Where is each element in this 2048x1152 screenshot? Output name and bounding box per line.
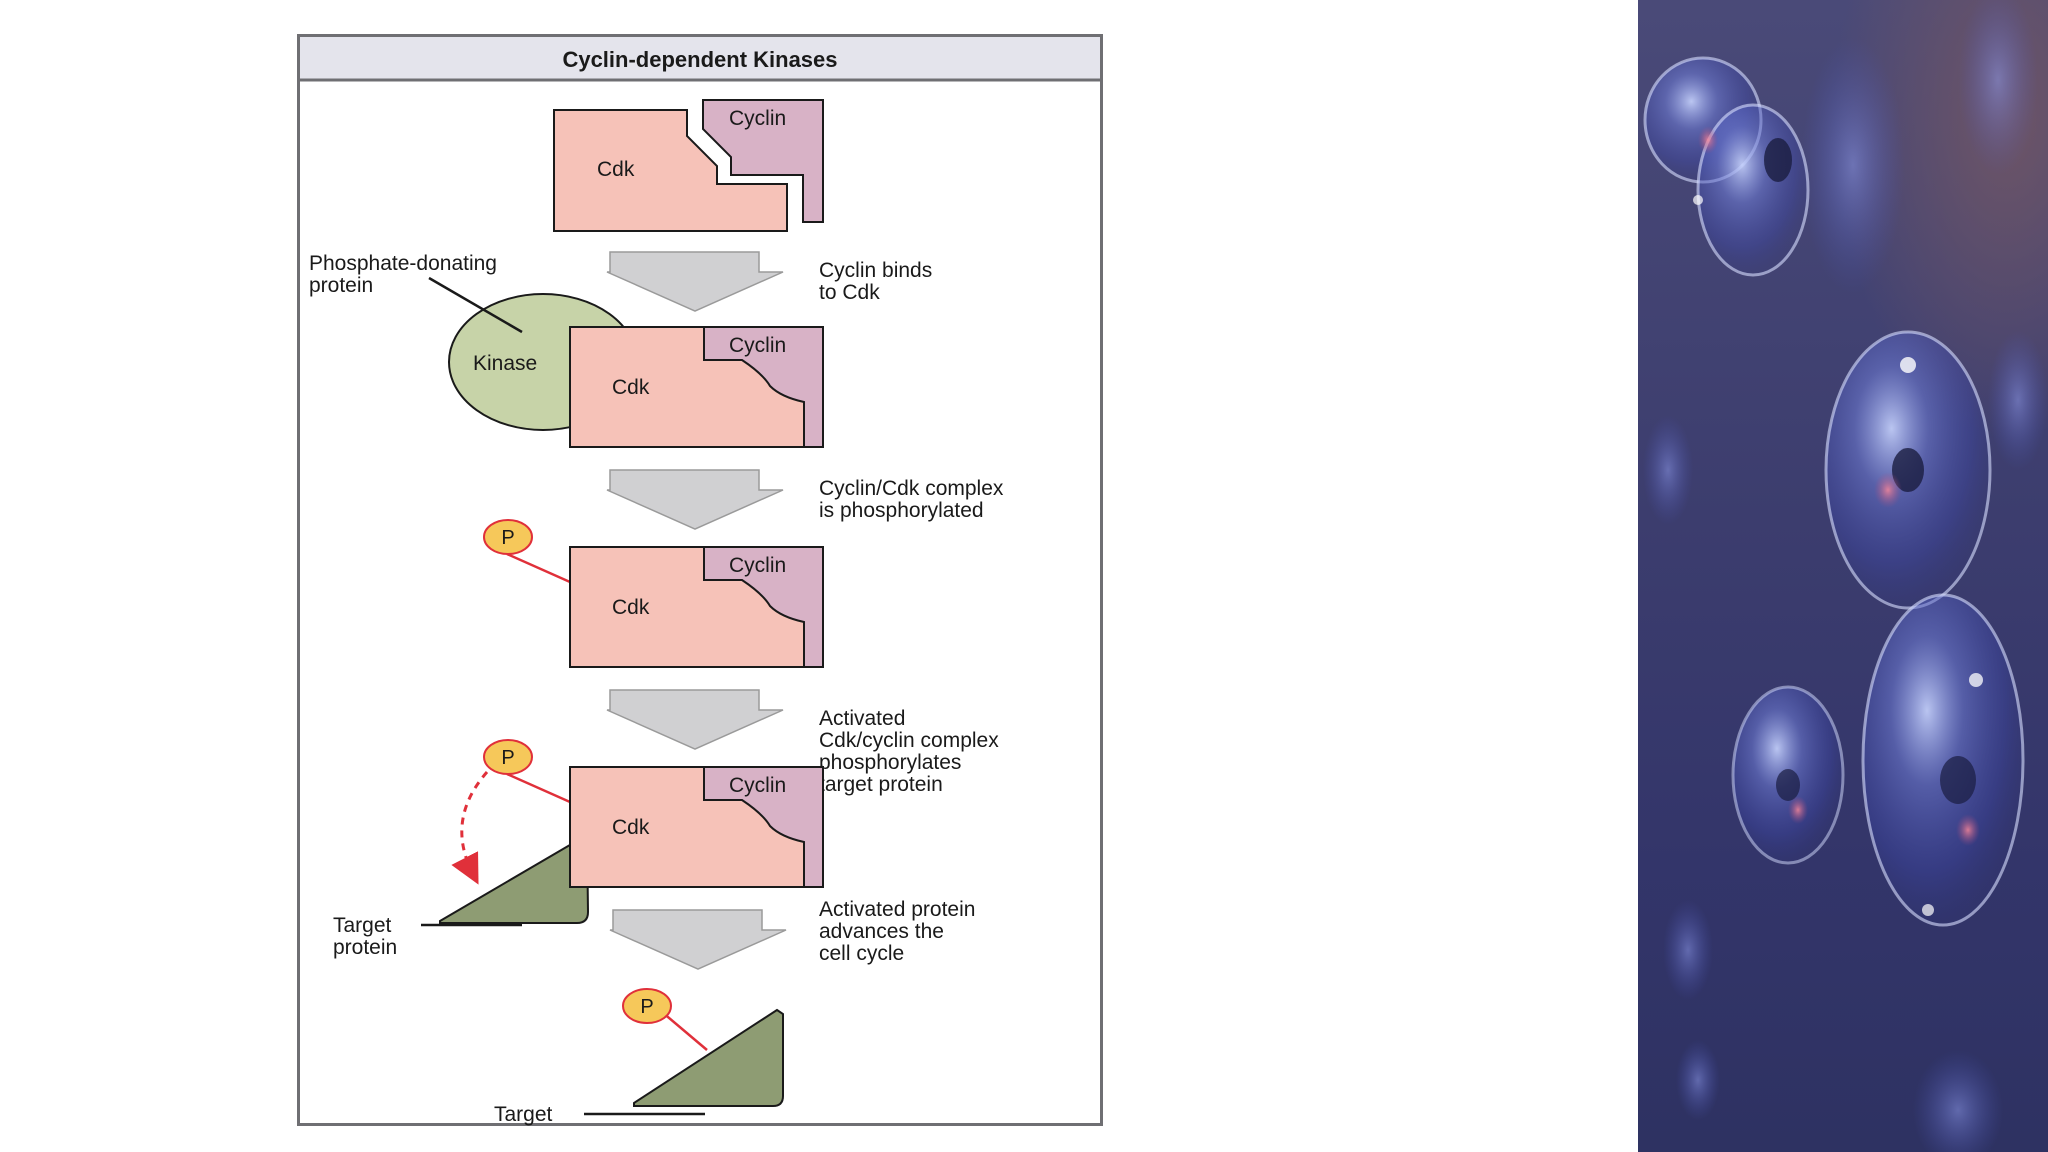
phosphate-shape <box>483 519 533 555</box>
kinase-label: Kinase <box>473 352 537 375</box>
svg-text:Activated protein: Activated protein <box>819 898 975 921</box>
cdk-label: Cdk <box>597 158 635 181</box>
process-arrow <box>606 469 784 530</box>
kinase-complex: Kinase Cdk Cyclin <box>448 293 824 448</box>
target-protein-label: Target protein <box>494 1103 705 1126</box>
cyclin-shape <box>703 546 824 668</box>
complex-with-target: P Cdk Cyclin <box>439 739 824 924</box>
cyclin-label: Cyclin <box>729 554 786 577</box>
cyclin-label: Cyclin <box>729 107 786 130</box>
target-protein-shape <box>439 833 590 924</box>
target-protein-shape <box>633 1008 784 1107</box>
svg-text:phosphorylates: phosphorylates <box>819 751 961 774</box>
process-arrow <box>609 909 787 970</box>
phosphate-donor-label: Phosphate-donating protein <box>309 252 523 334</box>
phosphate-label: P <box>501 747 514 769</box>
svg-text:Target: Target <box>494 1103 553 1126</box>
svg-text:Cyclin binds: Cyclin binds <box>819 259 932 282</box>
cyclin-shape <box>702 99 824 223</box>
cdk-label: Cdk <box>612 816 650 839</box>
phosphorylated-target: P <box>622 988 784 1107</box>
svg-text:target protein: target protein <box>819 773 943 796</box>
phosphate-label: P <box>501 527 514 549</box>
svg-text:Cdk/cyclin complex: Cdk/cyclin complex <box>819 729 999 752</box>
phosphate-shape <box>483 739 533 775</box>
cdk-label: Cdk <box>612 596 650 619</box>
svg-text:protein: protein <box>309 274 373 297</box>
svg-text:advances the: advances the <box>819 920 944 943</box>
step-caption-2: Cyclin/Cdk complex is phosphorylated <box>819 477 1004 522</box>
cyclin-shape <box>703 766 824 888</box>
svg-text:Target: Target <box>333 914 392 937</box>
svg-text:cell cycle: cell cycle <box>819 942 904 965</box>
cdk-label: Cdk <box>612 376 650 399</box>
figure-header <box>300 37 1100 80</box>
svg-text:protein: protein <box>333 936 397 959</box>
phosphate-label: P <box>640 996 653 1018</box>
svg-text:protein: protein <box>494 1125 558 1126</box>
decorative-cell-image <box>1638 0 2048 1152</box>
phosphorylated-complex: P Cdk Cyclin <box>483 519 824 668</box>
process-arrow <box>606 689 784 750</box>
step-caption-4: Activated protein advances the cell cycl… <box>819 898 975 965</box>
svg-text:to Cdk: to Cdk <box>819 281 880 304</box>
figure-title: Cyclin-dependent Kinases <box>562 47 837 72</box>
cdk-shape <box>553 109 788 232</box>
cyclin-shape <box>703 326 824 448</box>
cdk-diagram: Cyclin-dependent Kinases Cdk Cyclin Cycl… <box>300 37 1100 1126</box>
phosphate-transfer-arrow <box>451 771 489 885</box>
cyclin-label: Cyclin <box>729 334 786 357</box>
svg-text:is phosphorylated: is phosphorylated <box>819 499 984 522</box>
step-caption-1: Cyclin binds to Cdk <box>819 259 932 304</box>
process-arrow <box>606 251 784 312</box>
cyclin-label: Cyclin <box>729 774 786 797</box>
svg-text:Phosphate-donating: Phosphate-donating <box>309 252 497 275</box>
phosphate-shape <box>622 988 672 1024</box>
step-caption-3: Activated Cdk/cyclin complex phosphoryla… <box>819 707 999 796</box>
svg-text:Activated: Activated <box>819 707 905 730</box>
svg-text:Cyclin/Cdk complex: Cyclin/Cdk complex <box>819 477 1004 500</box>
target-protein-label: Target protein <box>333 914 522 959</box>
cdk-cyclin-separate: Cdk Cyclin <box>553 99 824 232</box>
